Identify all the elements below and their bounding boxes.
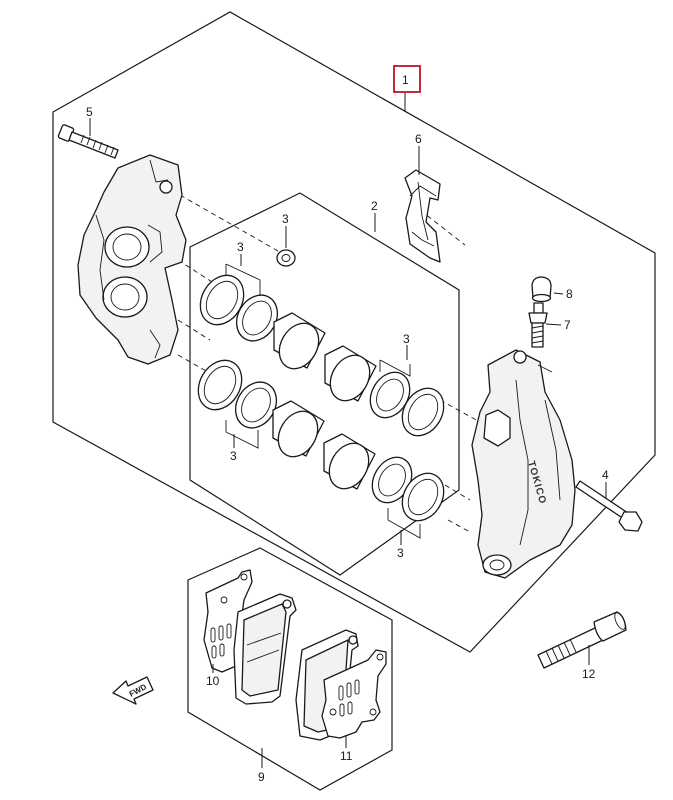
bolt-long (575, 480, 643, 532)
alignment-lines (177, 194, 561, 533)
callout-2: 2 (371, 199, 378, 213)
callout-3-right-upper: 3 (403, 332, 410, 346)
fwd-arrow: FWD (112, 676, 154, 705)
callout-11: 11 (340, 749, 353, 763)
piston-right-lower (323, 433, 376, 490)
bleeder-valve (528, 302, 548, 348)
callout-labels: 1 2 3 3 3 3 3 4 5 6 7 8 9 10 11 12 (86, 73, 609, 784)
seal-pair-right-lower (371, 456, 445, 522)
seal-brackets (225, 263, 421, 539)
caliper-left-half (77, 154, 187, 365)
piston-left-upper (273, 312, 326, 370)
assembly-outline (52, 11, 656, 653)
callout-12: 12 (582, 667, 596, 681)
seal-pair-left-lower (197, 359, 278, 429)
mounting-bolt (537, 611, 627, 669)
pad-set-outline (187, 547, 393, 791)
callout-3-left-upper: 3 (237, 240, 244, 254)
callout-3-left-lower: 3 (230, 449, 237, 463)
callout-4: 4 (602, 468, 609, 482)
callout-10: 10 (206, 674, 220, 688)
callout-7: 7 (564, 318, 571, 332)
callout-1: 1 (402, 73, 409, 87)
pad-spring (404, 169, 441, 263)
piston-right-upper (324, 345, 377, 402)
callout-9: 9 (258, 770, 265, 784)
highlight-box (393, 65, 421, 93)
shim-right (321, 649, 387, 739)
callout-3-right-lower: 3 (397, 546, 404, 560)
seal-pair-left-upper (199, 274, 279, 342)
brake-pad-left (233, 593, 297, 705)
callout-3-top: 3 (282, 212, 289, 226)
caliper-right-half: TOKICO (471, 349, 576, 579)
piston-left-lower (272, 400, 325, 458)
callout-5: 5 (86, 105, 93, 119)
small-seal-top (276, 249, 296, 267)
bolt-top (57, 124, 119, 159)
bleeder-cap (531, 276, 552, 303)
callout-8: 8 (566, 287, 573, 301)
piston-set-outline (189, 192, 460, 576)
leader-lines (89, 93, 607, 768)
seal-pair-right-upper (369, 371, 445, 437)
callout-6: 6 (415, 132, 422, 146)
